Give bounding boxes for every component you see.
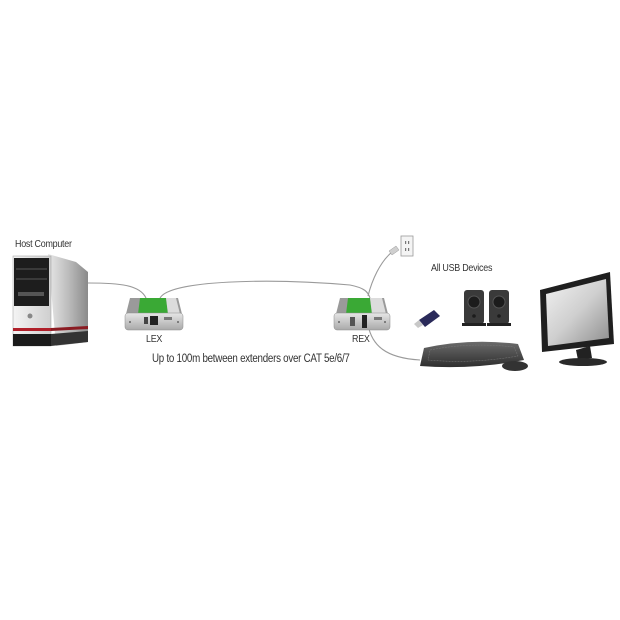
keyboard-mouse-icon: [420, 341, 528, 371]
cables: [87, 251, 421, 361]
usb-flash-drive-icon: [414, 310, 440, 328]
rex-label: REX: [352, 333, 370, 345]
speakers-icon: [462, 290, 511, 326]
rex-extender-icon: [333, 298, 391, 331]
host-computer-icon: [12, 254, 88, 347]
cable-host-to-lex: [87, 282, 147, 299]
cable-rex-to-outlet: [367, 251, 393, 297]
usb-devices-label: All USB Devices: [431, 262, 493, 274]
host-computer-label: Host Computer: [15, 238, 72, 250]
lex-extender-icon: [124, 298, 184, 331]
power-outlet-icon: [388, 235, 414, 257]
monitor-icon: [540, 272, 614, 366]
lex-label: LEX: [146, 333, 163, 345]
cable-rex-to-keyboard: [367, 324, 421, 361]
cable-lex-to-rex: [159, 280, 371, 299]
distance-caption: Up to 100m between extenders over CAT 5e…: [152, 353, 350, 365]
